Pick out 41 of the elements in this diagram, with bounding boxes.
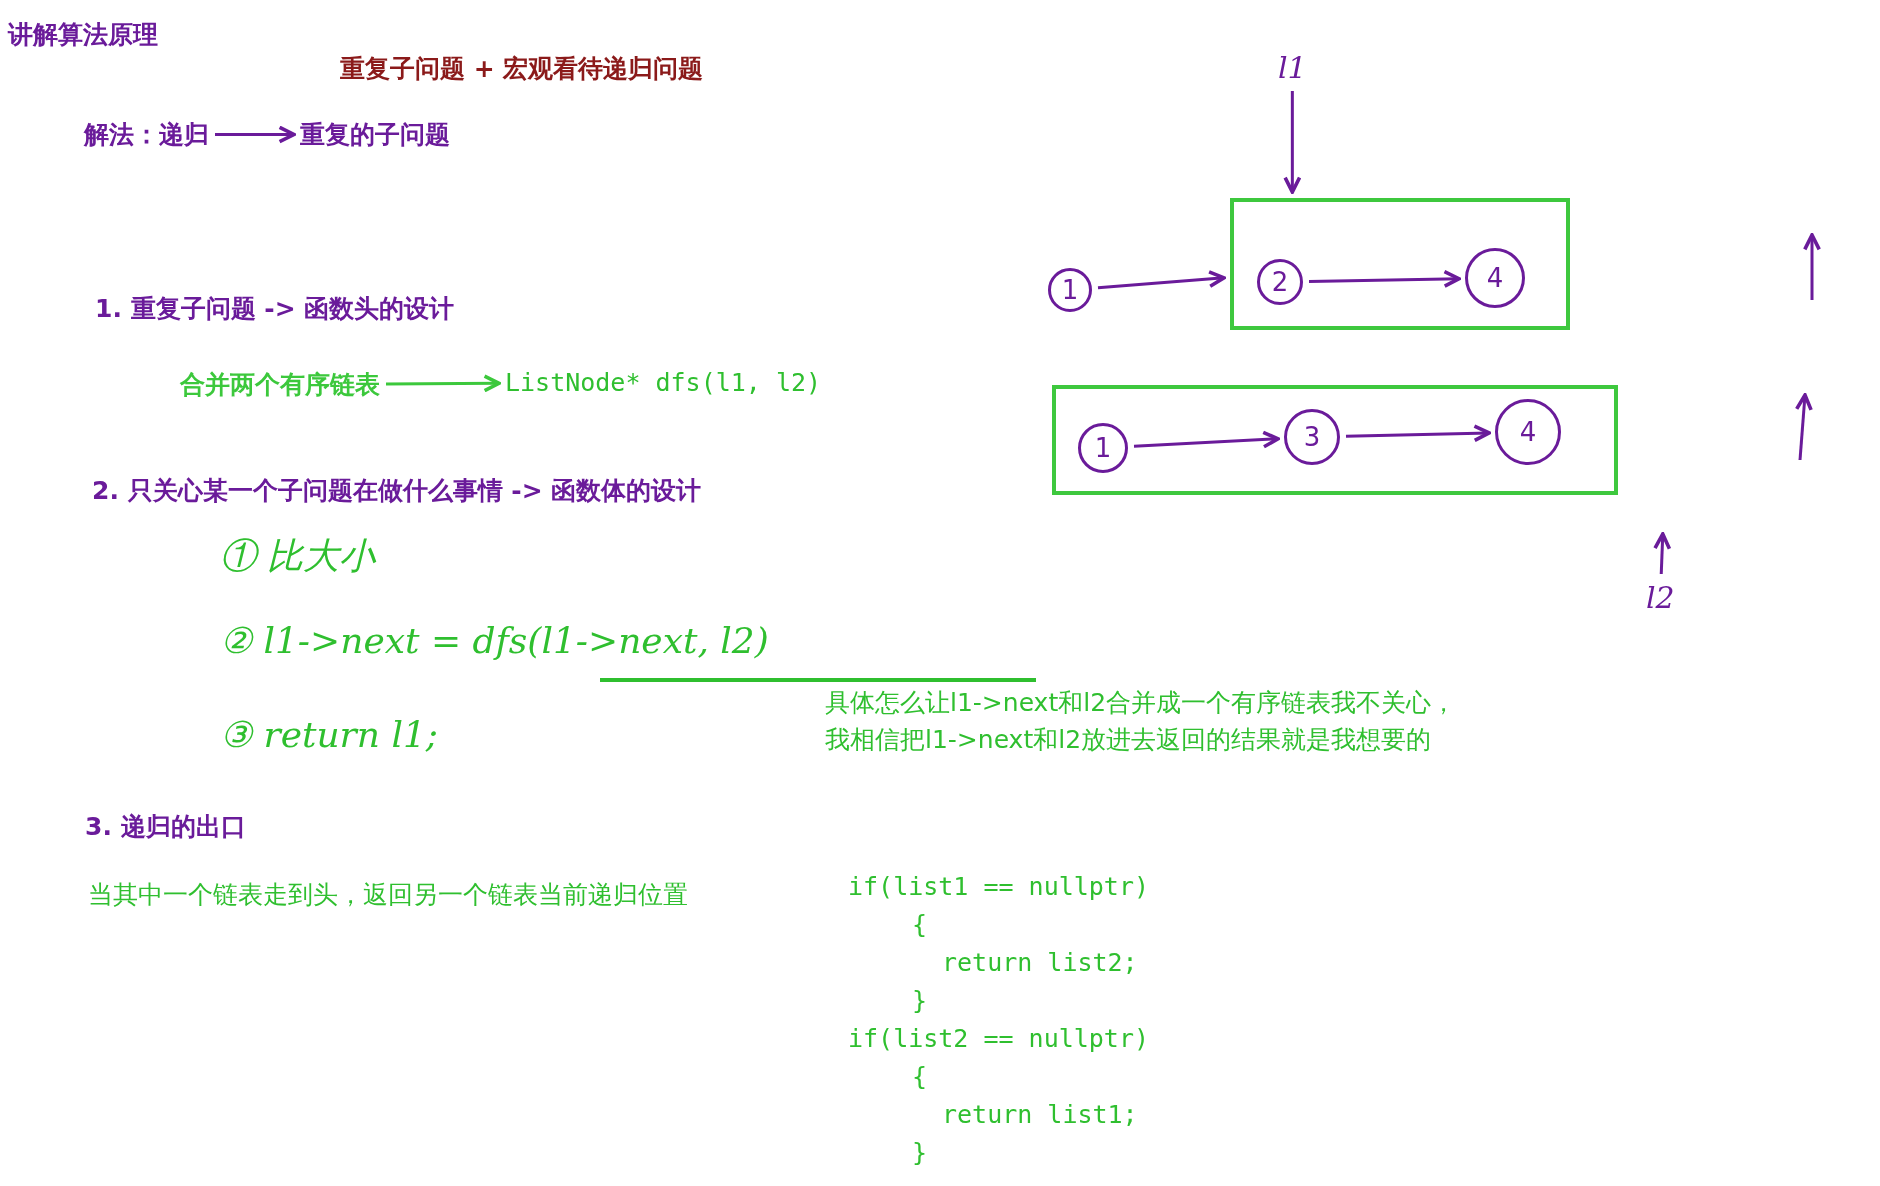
arrow bbox=[215, 125, 296, 144]
subtitle: 重复子问题 + 宏观看待递归问题 bbox=[340, 53, 704, 85]
code-line: if(list1 == nullptr) bbox=[848, 872, 1150, 901]
list-box bbox=[1230, 198, 1570, 330]
list-node-circle: 4 bbox=[1495, 399, 1561, 465]
code-line: if(list2 == nullptr) bbox=[848, 1024, 1150, 1053]
section-heading: 3. 递归的出口 bbox=[85, 811, 246, 843]
method-text: 重复的子问题 bbox=[300, 118, 450, 151]
method-text: 解法：递归 bbox=[84, 118, 209, 151]
task-text: 合并两个有序链表 bbox=[180, 368, 380, 401]
list-node-circle: 3 bbox=[1284, 409, 1340, 465]
arrow bbox=[1133, 430, 1280, 449]
arrow bbox=[1283, 91, 1302, 194]
list-node-circle: 1 bbox=[1048, 268, 1092, 312]
list-node-circle: 4 bbox=[1465, 248, 1525, 308]
code-line: } bbox=[912, 986, 928, 1015]
code-line: { bbox=[912, 910, 928, 939]
code-line: return list1; bbox=[942, 1100, 1138, 1129]
list-node-circle: 2 bbox=[1257, 259, 1303, 305]
code-line: return list2; bbox=[942, 948, 1138, 977]
arrow bbox=[1308, 269, 1461, 288]
arrow bbox=[386, 374, 501, 393]
code-line: { bbox=[912, 1062, 928, 1091]
pointer-label: l1 bbox=[1278, 50, 1307, 85]
arrow bbox=[1345, 424, 1491, 443]
arrow bbox=[1653, 532, 1672, 575]
annotation-text: 具体怎么让l1->next和l2合并成一个有序链表我不关心， bbox=[825, 687, 1457, 719]
section-heading: 1. 重复子问题 -> 函数头的设计 bbox=[95, 293, 455, 325]
description-text: 当其中一个链表走到头，返回另一个链表当前递归位置 bbox=[88, 879, 688, 911]
section-heading: 2. 只关心某一个子问题在做什么事情 -> 函数体的设计 bbox=[92, 475, 702, 507]
handwritten-step: ② l1->next = dfs(l1->next, l2) bbox=[220, 620, 769, 661]
handwritten-step: ③ return l1; bbox=[220, 714, 438, 755]
arrow bbox=[1097, 270, 1226, 290]
list-node-circle: 1 bbox=[1078, 423, 1128, 473]
list-box bbox=[1052, 385, 1618, 495]
code-line: } bbox=[912, 1138, 928, 1167]
page-title: 讲解算法原理 bbox=[8, 19, 158, 51]
pointer-label: l2 bbox=[1646, 580, 1675, 615]
handwritten-step: ① 比大小 bbox=[220, 532, 376, 581]
function-signature: ListNode* dfs(l1, l2) bbox=[505, 368, 822, 397]
annotation-text: 我相信把l1->next和l2放进去返回的结果就是我想要的 bbox=[825, 724, 1432, 756]
